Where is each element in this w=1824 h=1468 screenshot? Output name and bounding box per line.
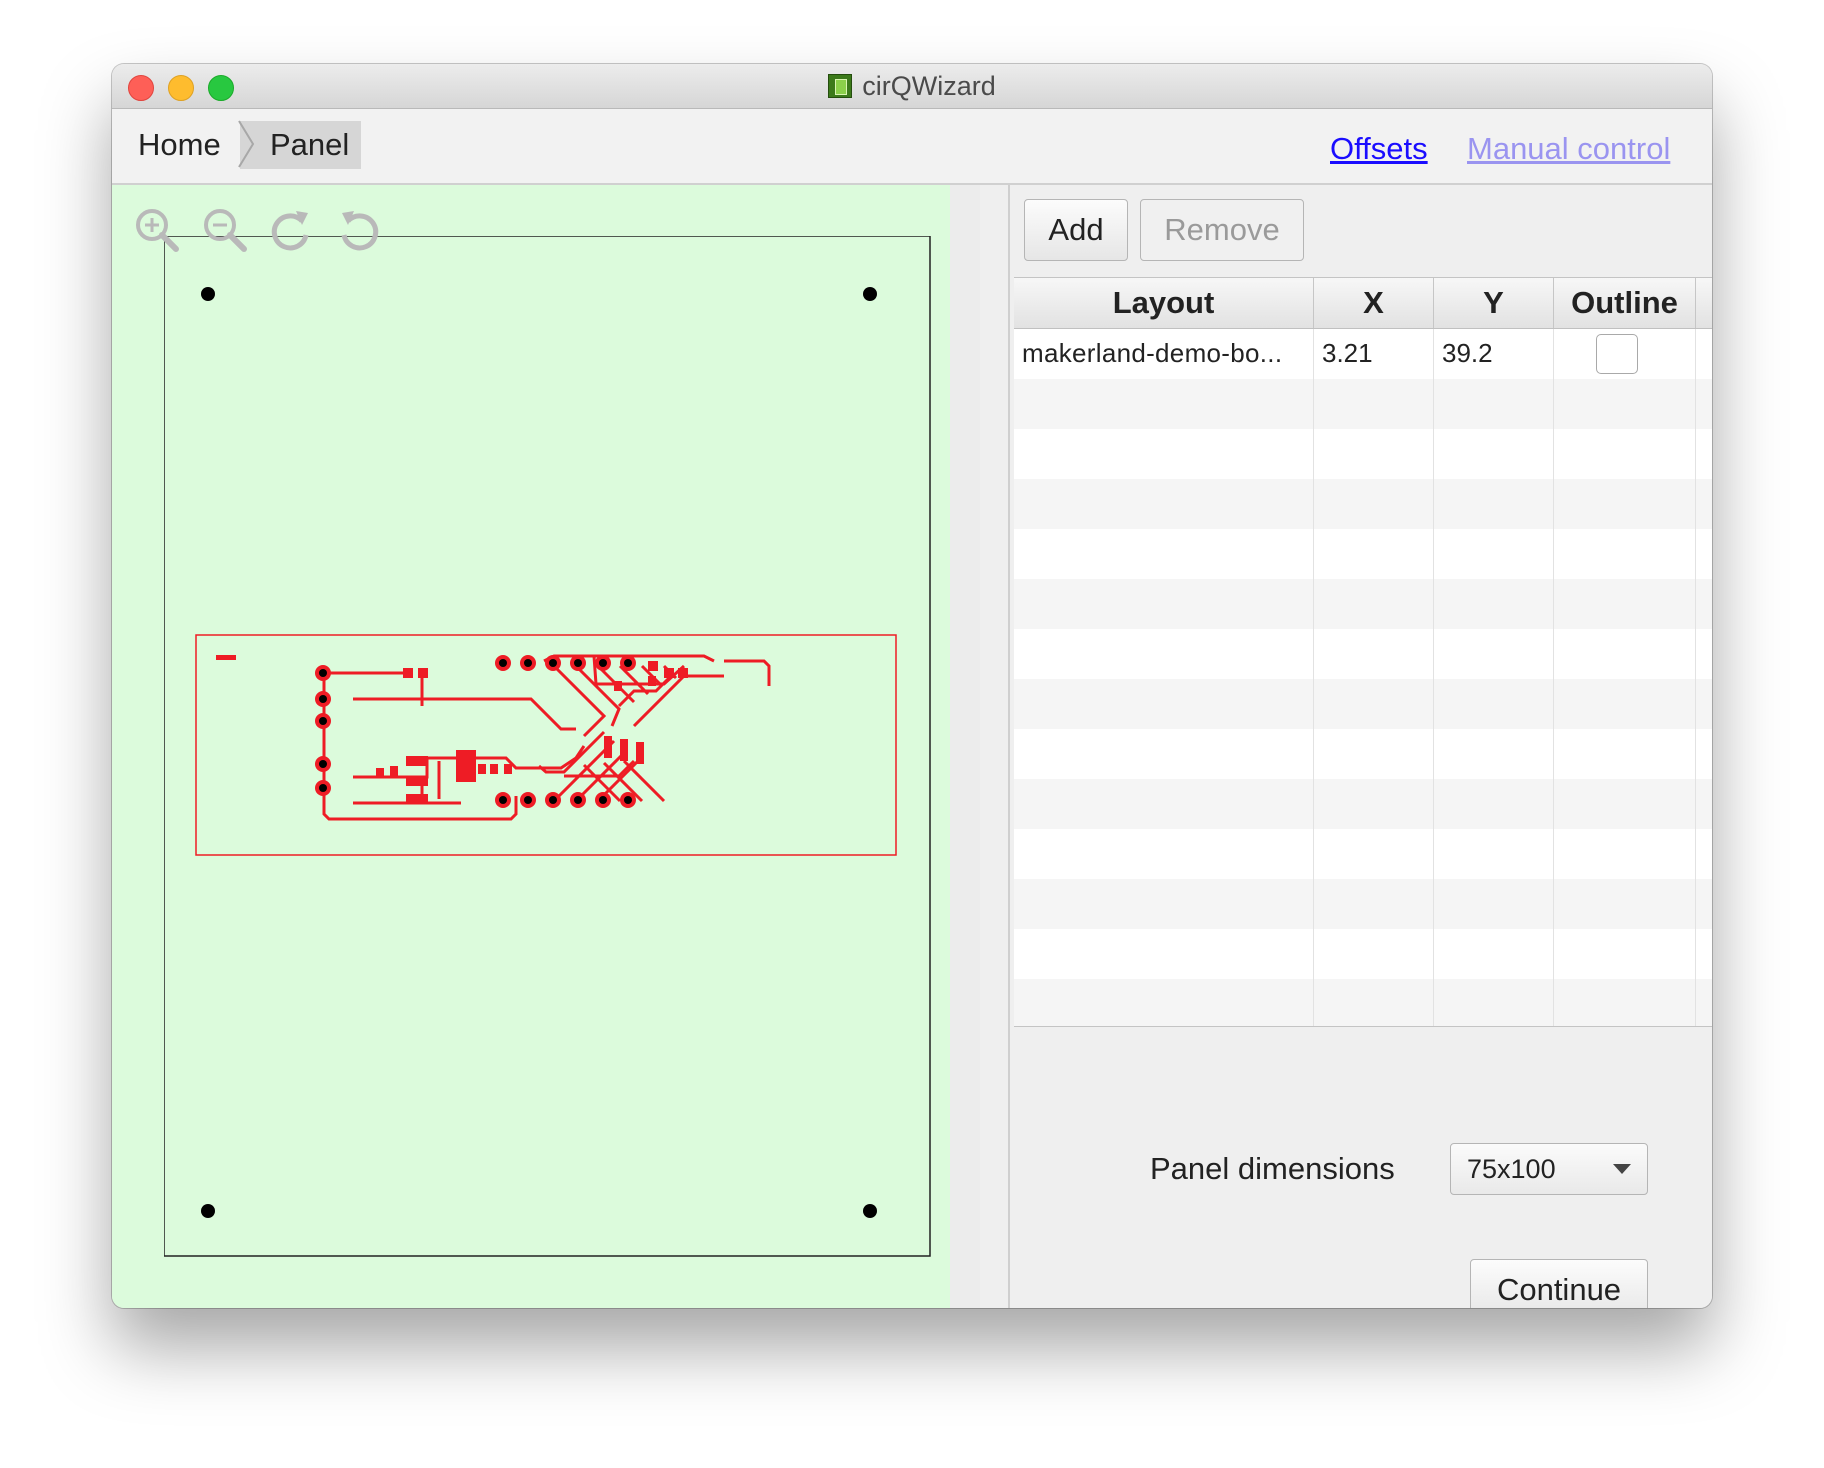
- panel-hole-top-left: [201, 287, 215, 301]
- empty-table-row: [1014, 429, 1712, 479]
- panel-hole-top-right: [863, 287, 877, 301]
- panel-preview[interactable]: [164, 236, 934, 1260]
- chevron-down-icon: [1613, 1164, 1631, 1174]
- zoom-in-icon[interactable]: [132, 205, 182, 255]
- column-header-y[interactable]: Y: [1434, 278, 1554, 328]
- pcb-board-outline: [195, 634, 897, 856]
- app-window: cirQWizard Home Panel Offsets Manual con…: [112, 64, 1712, 1308]
- layouts-table: Layout X Y Outline makerland-demo-bo... …: [1014, 277, 1712, 1027]
- rotate-cw-icon[interactable]: [266, 205, 316, 255]
- panel-hole-bottom-left: [201, 1204, 215, 1218]
- split-divider[interactable]: [1008, 185, 1010, 1308]
- empty-table-row: [1014, 729, 1712, 779]
- cell-x[interactable]: 3.21: [1314, 329, 1434, 379]
- panel-hole-bottom-right: [863, 1204, 877, 1218]
- empty-table-row: [1014, 579, 1712, 629]
- breadcrumb-panel[interactable]: Panel: [240, 121, 362, 169]
- app-icon: [828, 74, 853, 98]
- pcb-pads: [376, 661, 688, 804]
- outline-checkbox[interactable]: [1596, 334, 1638, 374]
- empty-table-row: [1014, 679, 1712, 729]
- panel-dimensions-select[interactable]: 75x100: [1450, 1143, 1648, 1195]
- column-header-x[interactable]: X: [1314, 278, 1434, 328]
- breadcrumb-home[interactable]: Home: [138, 127, 221, 162]
- window-title-group: cirQWizard: [112, 64, 1712, 108]
- window-title: cirQWizard: [862, 70, 996, 101]
- canvas-scroll-strip: [950, 185, 980, 1308]
- panel-outline: [164, 236, 931, 1257]
- rotate-ccw-icon[interactable]: [334, 205, 384, 255]
- column-header-outline[interactable]: Outline: [1554, 278, 1696, 328]
- empty-table-row: [1014, 879, 1712, 929]
- cell-outline: [1554, 329, 1696, 379]
- nav-bar: Home Panel Offsets Manual control: [112, 109, 1712, 185]
- breadcrumb-separator-icon: [238, 120, 255, 168]
- pcb-layout: [195, 634, 897, 856]
- table-body: makerland-demo-bo... 3.21 39.2: [1014, 329, 1712, 1026]
- remove-button[interactable]: Remove: [1140, 199, 1304, 261]
- continue-button[interactable]: Continue: [1470, 1259, 1648, 1308]
- title-bar: cirQWizard: [112, 64, 1712, 109]
- cell-layout: makerland-demo-bo...: [1014, 329, 1314, 379]
- table-row[interactable]: makerland-demo-bo... 3.21 39.2: [1014, 329, 1712, 379]
- close-window-button[interactable]: [128, 75, 154, 101]
- empty-table-row: [1014, 379, 1712, 429]
- minimize-window-button[interactable]: [168, 75, 194, 101]
- pcb-marker: [216, 655, 236, 660]
- manual-control-link[interactable]: Manual control: [1467, 131, 1671, 166]
- pcb-vias: [315, 655, 636, 808]
- empty-table-row: [1014, 779, 1712, 829]
- empty-table-row: [1014, 629, 1712, 679]
- table-header: Layout X Y Outline: [1014, 278, 1712, 329]
- panel-dimensions-label: Panel dimensions: [1150, 1151, 1395, 1186]
- maximize-window-button[interactable]: [208, 75, 234, 101]
- empty-table-row: [1014, 829, 1712, 879]
- empty-table-row: [1014, 979, 1712, 1026]
- empty-table-row: [1014, 479, 1712, 529]
- empty-table-row: [1014, 929, 1712, 979]
- layouts-pane: Add Remove Layout X Y Outline makerland-…: [1010, 185, 1712, 1308]
- add-button[interactable]: Add: [1024, 199, 1128, 261]
- panel-canvas[interactable]: [112, 185, 980, 1308]
- zoom-out-icon[interactable]: [200, 205, 250, 255]
- cell-y[interactable]: 39.2: [1434, 329, 1554, 379]
- empty-table-row: [1014, 529, 1712, 579]
- column-header-layout[interactable]: Layout: [1014, 278, 1314, 328]
- panel-dimensions-value: 75x100: [1467, 1154, 1556, 1184]
- offsets-link[interactable]: Offsets: [1330, 131, 1428, 166]
